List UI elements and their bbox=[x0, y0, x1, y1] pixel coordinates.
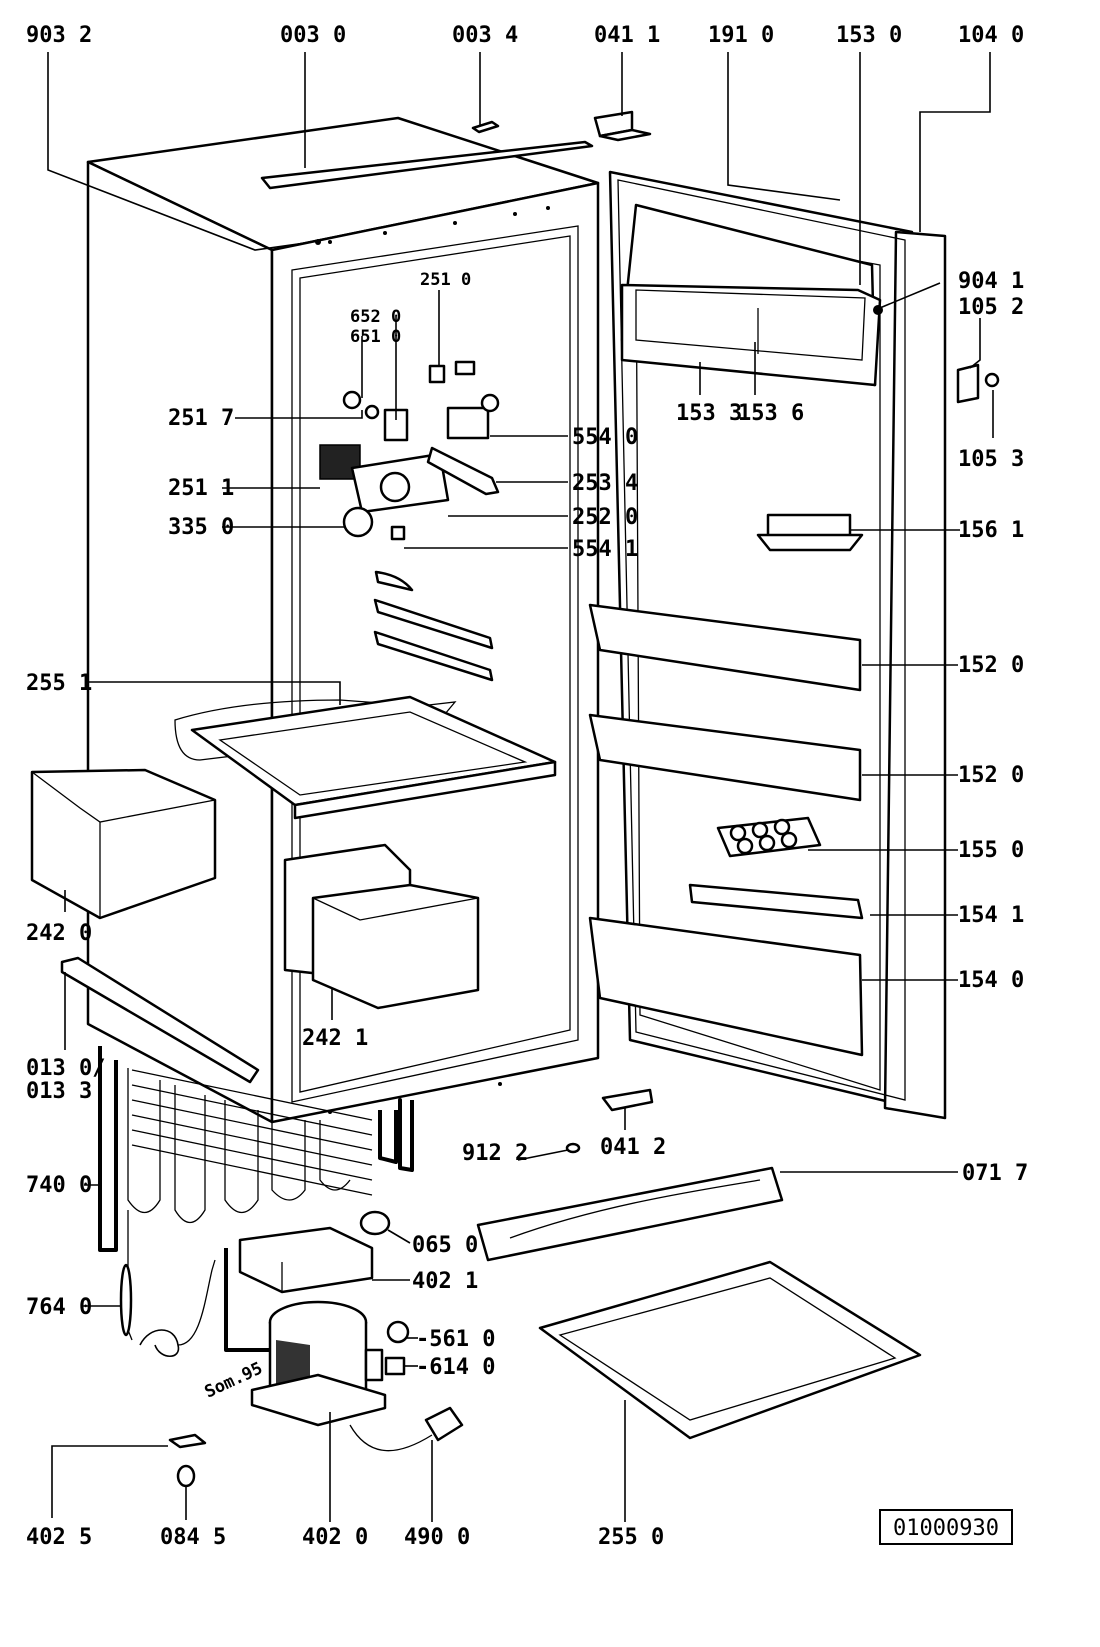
label-9041: 904 1 bbox=[958, 269, 1024, 294]
power-cord-plug bbox=[349, 1406, 464, 1452]
label-1520b: 152 0 bbox=[958, 763, 1024, 788]
clip-part bbox=[471, 120, 500, 134]
label-6520: 652 0 bbox=[350, 307, 401, 327]
label-4020: 402 0 bbox=[302, 1525, 368, 1550]
shelf-supports bbox=[373, 570, 494, 682]
label-2551: 255 1 bbox=[26, 671, 92, 696]
label-1052: 105 2 bbox=[958, 295, 1024, 320]
label-7400: 740 0 bbox=[26, 1173, 92, 1198]
crisper-drawer-left bbox=[30, 768, 217, 920]
label-5610: -561 0 bbox=[416, 1327, 495, 1352]
label-2517: 251 7 bbox=[168, 406, 234, 431]
capillary-tubing bbox=[119, 1210, 270, 1358]
label-1540: 154 0 bbox=[958, 968, 1024, 993]
label-4025: 402 5 bbox=[26, 1525, 92, 1550]
label-9122: 912 2 bbox=[462, 1141, 528, 1166]
label-0133: 013 3 bbox=[26, 1079, 92, 1104]
grommet-065 bbox=[359, 1210, 391, 1236]
leader-lines bbox=[47, 52, 994, 1522]
overload-614 bbox=[384, 1356, 406, 1376]
label-1550: 155 0 bbox=[958, 838, 1024, 863]
label-5541: 554 1 bbox=[572, 537, 638, 562]
foot-084-5 bbox=[176, 1464, 196, 1488]
label-1053: 105 3 bbox=[958, 447, 1024, 472]
label-9032: 903 2 bbox=[26, 23, 92, 48]
crisper-drawer-right bbox=[283, 843, 480, 1010]
label-0412: 041 2 bbox=[600, 1135, 666, 1160]
label-0130: 013 0/ bbox=[26, 1056, 105, 1081]
label-1520a: 152 0 bbox=[958, 653, 1024, 678]
compressor-bracket bbox=[238, 1226, 374, 1294]
label-2534: 253 4 bbox=[572, 471, 638, 496]
condenser-coil bbox=[98, 1046, 414, 1252]
relay-561 bbox=[386, 1320, 410, 1344]
compressor bbox=[250, 1300, 387, 1427]
label-3350: 335 0 bbox=[168, 515, 234, 540]
bottom-hinge-bracket bbox=[601, 1088, 654, 1112]
label-0034: 003 4 bbox=[452, 23, 518, 48]
label-0650: 065 0 bbox=[412, 1233, 478, 1258]
thermostat-light-assembly bbox=[319, 360, 500, 541]
label-7640: 764 0 bbox=[26, 1295, 92, 1320]
label-5540: 554 0 bbox=[572, 425, 638, 450]
label-1561: 156 1 bbox=[958, 518, 1024, 543]
label-1533: 153 3 bbox=[676, 401, 742, 426]
label-0845: 084 5 bbox=[160, 1525, 226, 1550]
label-2511: 251 1 bbox=[168, 476, 234, 501]
label-6510: 651 0 bbox=[350, 327, 401, 347]
front-trim-strip bbox=[60, 956, 260, 1084]
label-2520: 252 0 bbox=[572, 505, 638, 530]
label-6140: -614 0 bbox=[416, 1355, 495, 1380]
label-1541: 154 1 bbox=[958, 903, 1024, 928]
label-2550: 255 0 bbox=[598, 1525, 664, 1550]
label-2510: 251 0 bbox=[420, 270, 471, 290]
drawing-code: 01000930 bbox=[893, 1516, 999, 1541]
label-0030: 003 0 bbox=[280, 23, 346, 48]
fridge-door bbox=[588, 170, 1000, 1120]
crisper-cover-bar bbox=[476, 1166, 784, 1262]
label-0411: 041 1 bbox=[594, 23, 660, 48]
label-2420: 242 0 bbox=[26, 921, 92, 946]
glass-shelf-upper bbox=[174, 695, 557, 820]
label-4900: 490 0 bbox=[404, 1525, 470, 1550]
label-1910: 191 0 bbox=[708, 23, 774, 48]
label-1536: 153 6 bbox=[738, 401, 804, 426]
drawing-code-box: 01000930 bbox=[879, 1509, 1013, 1545]
glass-shelf-lower bbox=[538, 1260, 922, 1440]
label-0717: 071 7 bbox=[962, 1161, 1028, 1186]
screw-912-2 bbox=[565, 1142, 581, 1154]
top-hinge-bracket bbox=[593, 110, 652, 142]
clip-402-5 bbox=[168, 1433, 207, 1449]
label-4021: 402 1 bbox=[412, 1269, 478, 1294]
label-1530: 153 0 bbox=[836, 23, 902, 48]
top-rail bbox=[260, 140, 594, 190]
label-1040: 104 0 bbox=[958, 23, 1024, 48]
label-2421: 242 1 bbox=[302, 1026, 368, 1051]
